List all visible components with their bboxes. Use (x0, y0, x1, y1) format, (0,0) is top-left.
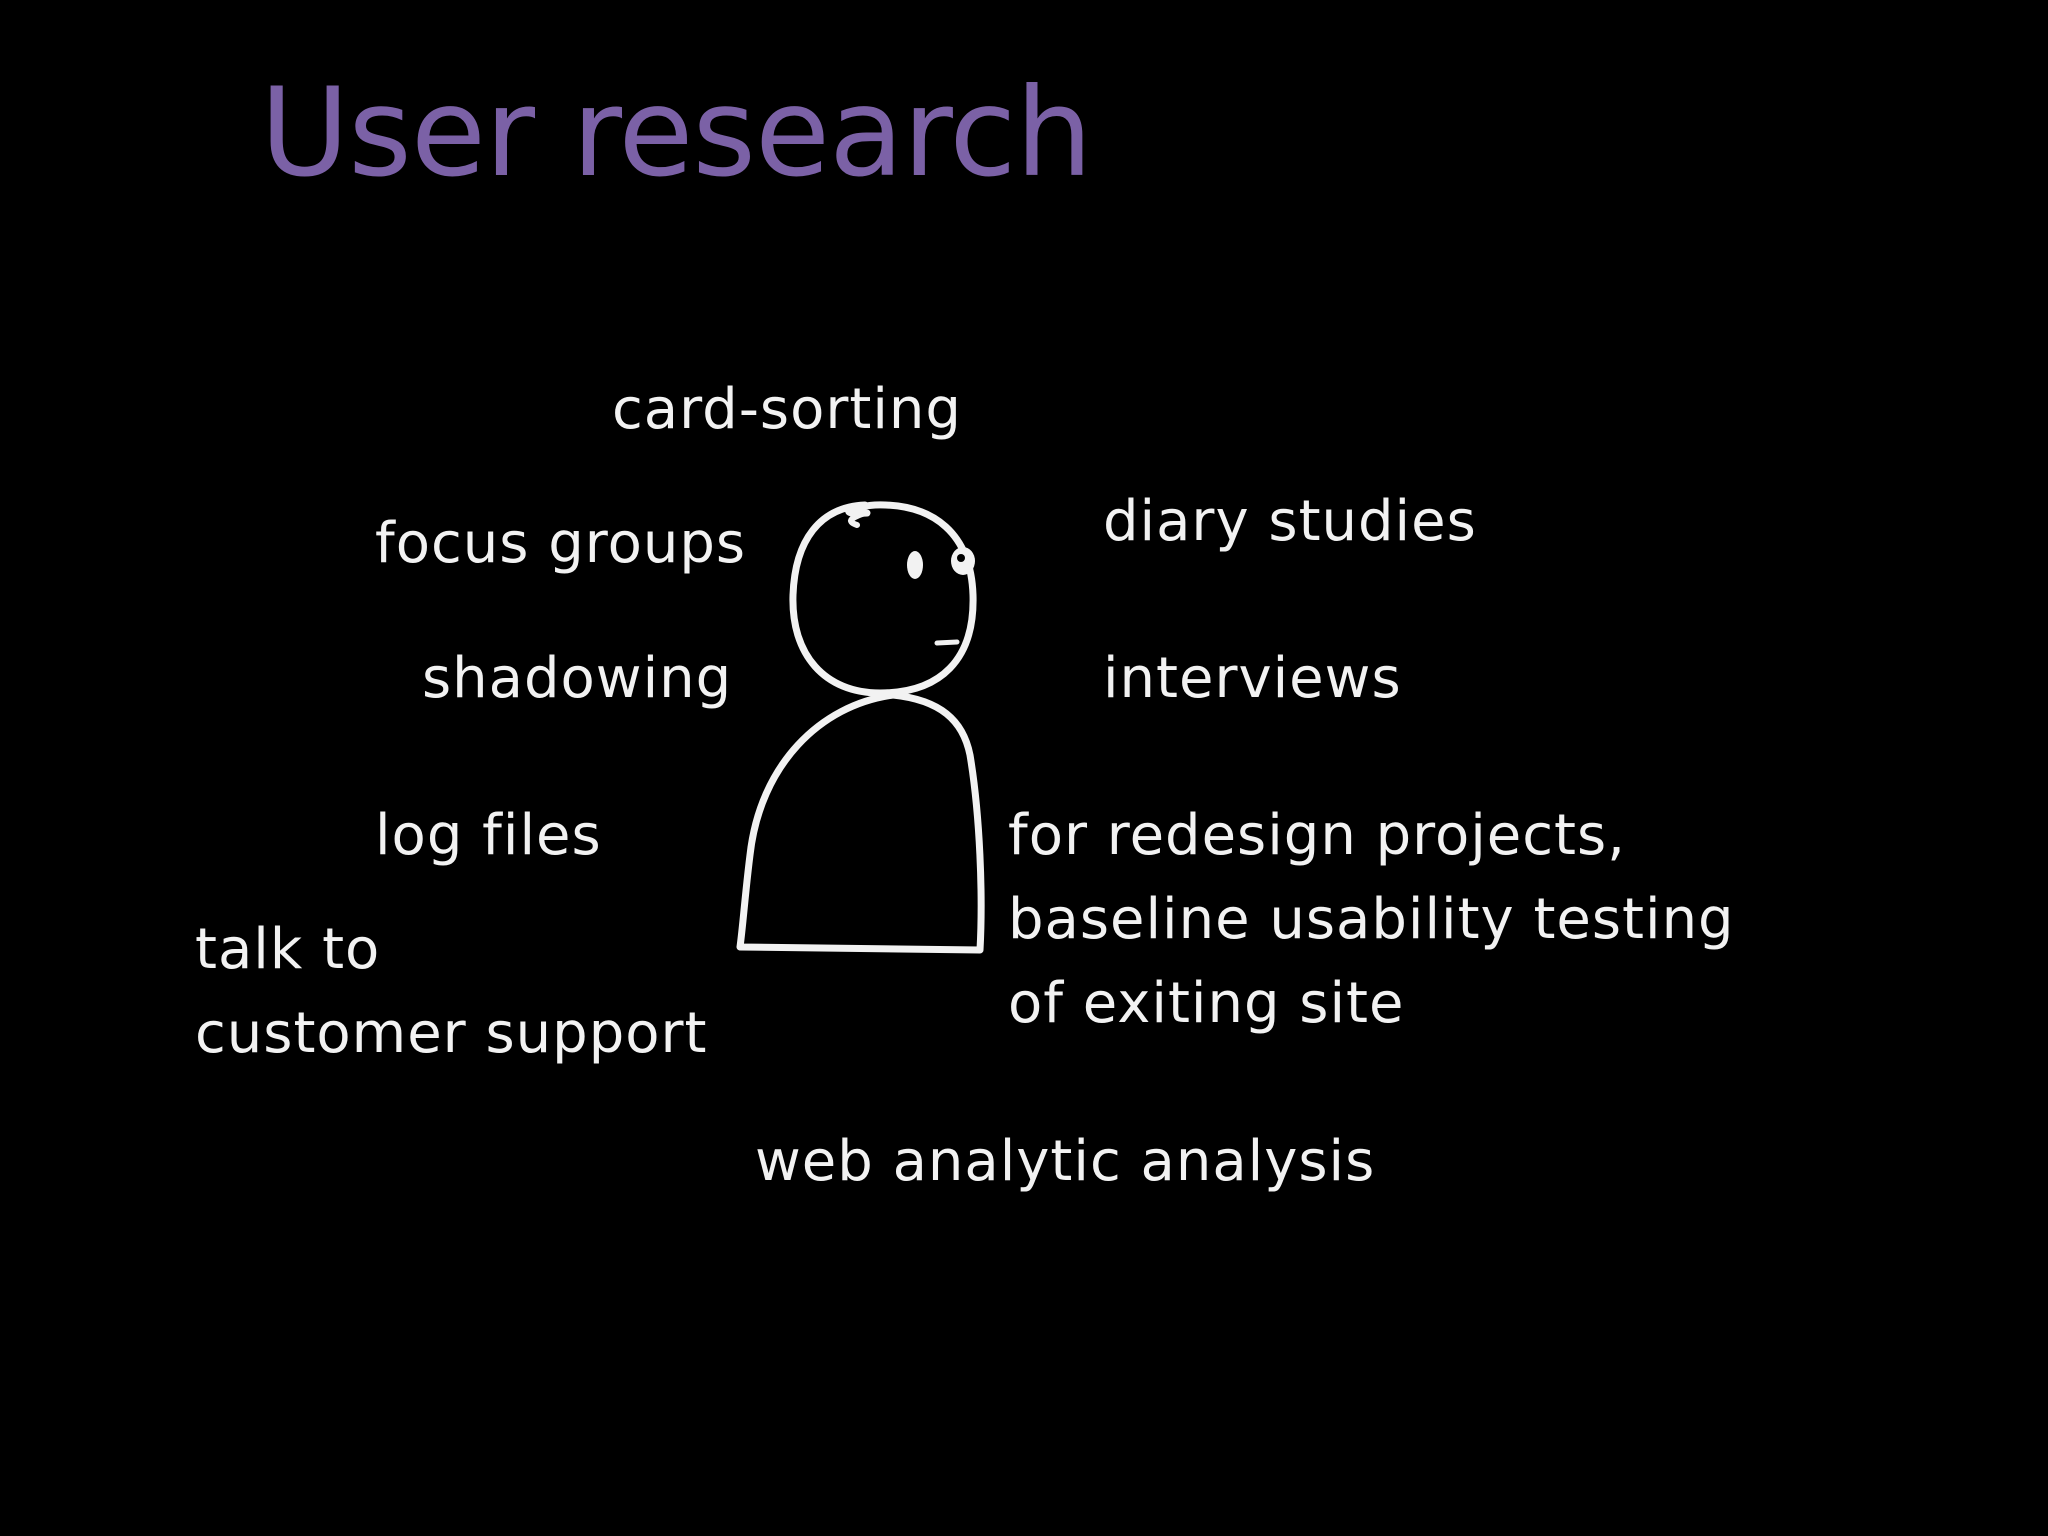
baseline-line-2: baseline usability testing (1008, 887, 1735, 952)
method-log-files: log files (375, 803, 602, 868)
method-shadowing: shadowing (422, 646, 733, 711)
figure-mouth (934, 639, 960, 646)
method-web-analytics: web analytic analysis (755, 1129, 1376, 1194)
method-diary-studies: diary studies (1103, 489, 1477, 554)
baseline-line-3: of exiting site (1008, 971, 1405, 1036)
figure-left-eye (907, 551, 923, 579)
method-baseline-usability: for redesign projects, baseline usabilit… (1008, 794, 1735, 1046)
method-interviews: interviews (1103, 646, 1402, 711)
figure-body (736, 691, 985, 954)
user-figure-sketch (736, 501, 985, 954)
customer-support-line-2: customer support (195, 1001, 708, 1066)
figure-hair (848, 510, 868, 528)
baseline-line-1: for redesign projects, (1008, 803, 1626, 868)
method-focus-groups: focus groups (375, 511, 747, 576)
method-card-sorting: card-sorting (612, 377, 962, 442)
page-title: User research (260, 62, 1093, 204)
customer-support-line-1: talk to (195, 917, 381, 982)
method-customer-support: talk to customer support (195, 908, 708, 1076)
figure-head (789, 501, 977, 697)
